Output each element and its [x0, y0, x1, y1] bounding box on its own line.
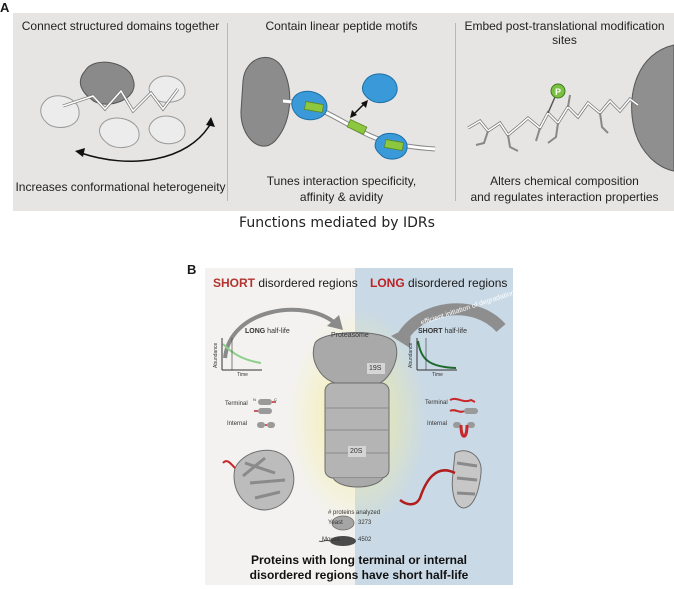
- col3-footer-line2: and regulates interaction properties: [470, 190, 659, 204]
- structured-domain-2: [99, 117, 140, 149]
- proteasome-structure: [312, 332, 398, 488]
- ptm-illustration: P: [467, 44, 674, 172]
- col1-header: Connect structured domains together: [21, 19, 220, 33]
- linear-motif-3: [383, 139, 405, 151]
- n-label: N: [253, 397, 256, 402]
- slow-decay-curve: [222, 343, 262, 364]
- col3-footer-line1: Alters chemical composition: [490, 174, 639, 188]
- mouse-count: 4502: [358, 537, 372, 543]
- structured-domain-3: [148, 115, 186, 145]
- yeast-count: 3273: [358, 520, 372, 526]
- phosphate-group: [550, 83, 566, 99]
- mouse-icon: [330, 536, 356, 546]
- proteins-analyzed-label: # proteins analyzed: [328, 510, 381, 516]
- long-halflife-chart: [221, 338, 262, 371]
- short-internal-schematic: [257, 422, 275, 428]
- curved-double-arrow: [80, 122, 212, 162]
- col2-footer-line1: Tunes interaction specificity,: [266, 174, 417, 188]
- short-terminal-label: Terminal: [225, 401, 248, 407]
- figure-caption: Functions mediated by IDRs: [239, 215, 435, 231]
- long-terminal-label: Terminal: [425, 400, 448, 406]
- 20s-label: 20S: [350, 448, 363, 455]
- short-terminal-schematic: [254, 399, 276, 414]
- structured-domain-1: [40, 95, 80, 128]
- long-terminal-schematic: [449, 397, 478, 414]
- phosphate-label: P: [555, 87, 561, 97]
- short-internal-label: Internal: [227, 421, 248, 427]
- left-curved-arrow: [223, 307, 337, 359]
- 19s-label: 19S: [369, 365, 382, 372]
- panel-b-letter: B: [187, 262, 197, 277]
- panel-a-divider-2: [455, 23, 456, 201]
- long-regions-title: LONG disordered regions: [370, 276, 508, 290]
- peptide-motifs-illustration: [240, 57, 436, 160]
- long-internal-label: Internal: [427, 421, 448, 427]
- side-chains: [475, 94, 609, 152]
- col3-footer: Alters chemical composition and regulate…: [455, 173, 674, 205]
- linear-motif-2: [346, 119, 368, 135]
- conclusion-line1: Proteins with long terminal or internal: [250, 553, 468, 567]
- globular-domain: [240, 57, 291, 147]
- yeast-icon: [331, 515, 355, 531]
- structured-domain-4: [148, 75, 186, 103]
- short-regions-title: SHORT disordered regions: [213, 276, 358, 290]
- proteasome-label: Proteasome: [331, 332, 369, 339]
- short-idr-red: [222, 460, 236, 469]
- protein-structure-right: [399, 450, 482, 509]
- c-label: C: [274, 397, 277, 402]
- mouse-label: Mouse: [322, 537, 341, 543]
- col1-footer: Increases conformational heterogeneity: [15, 180, 226, 194]
- panel-b-graphics: [221, 303, 506, 546]
- panel-a-letter: A: [0, 0, 10, 15]
- long-internal-schematic: [453, 422, 475, 438]
- linear-motif-1: [303, 101, 325, 113]
- short-halflife-label: SHORT half-life: [418, 328, 468, 335]
- fast-decay-curve: [417, 340, 457, 369]
- binding-partner-free: [361, 73, 398, 103]
- arrowhead-left: [75, 148, 85, 157]
- panel-b-conclusion: Proteins with long terminal or internal …: [205, 553, 513, 583]
- left-axis-abundance: Abundance: [213, 342, 219, 368]
- conclusion-line2: disordered regions have short half-life: [249, 568, 469, 582]
- left-axis-time: Time: [237, 372, 248, 378]
- globular-partner: [631, 44, 674, 172]
- long-idr-red: [399, 469, 456, 506]
- panel-a-divider-1: [227, 23, 228, 201]
- domains-linker-illustration: [40, 61, 215, 162]
- panel-a: Connect structured domains together Incr…: [13, 13, 674, 211]
- col2-footer: Tunes interaction specificity, affinity …: [228, 173, 455, 205]
- arrowhead-right: [206, 117, 215, 127]
- short-halflife-chart: [416, 338, 457, 371]
- col3-header: Embed post-translational modification si…: [464, 19, 665, 47]
- yeast-label: Yeast: [328, 520, 343, 526]
- col2-footer-line2: affinity & avidity: [299, 190, 384, 204]
- protein-structure-left: [222, 449, 295, 511]
- long-halflife-label: LONG half-life: [245, 328, 290, 335]
- right-axis-time: Time: [432, 372, 443, 378]
- col2-header: Contain linear peptide motifs: [265, 19, 418, 33]
- right-axis-abundance: Abundance: [408, 342, 414, 368]
